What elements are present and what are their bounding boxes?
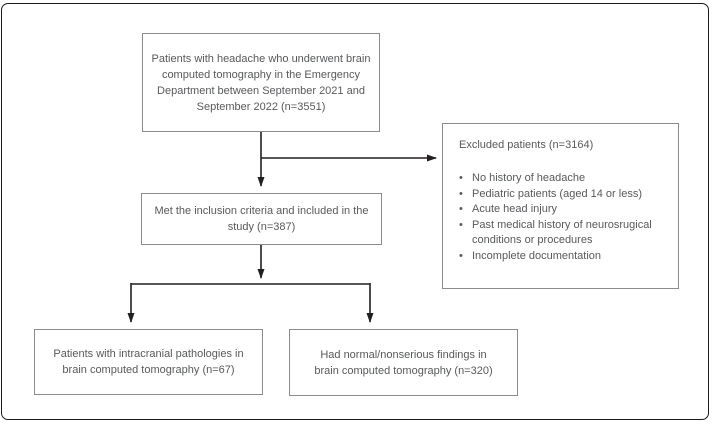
excluded-bullet-list: No history of headachePediatric patients… bbox=[459, 171, 668, 264]
excluded-bullet-item: Past medical history of neurosrugical co… bbox=[459, 218, 668, 249]
excluded-bullet-item: No history of headache bbox=[459, 171, 668, 187]
box-intracranial-pathologies-text: Patients with intracranial pathologies i… bbox=[53, 348, 244, 376]
excluded-bullet-item: Incomplete documentation bbox=[459, 249, 668, 265]
excluded-bullet-item: Acute head injury bbox=[459, 202, 668, 218]
box-excluded-patients: Excluded patients (n=3164) No history of… bbox=[442, 123, 679, 289]
excluded-patients-title: Excluded patients (n=3164) bbox=[459, 139, 594, 151]
box-headache-patients: Patients with headache who underwent bra… bbox=[142, 33, 380, 132]
box-headache-patients-text: Patients with headache who underwent bra… bbox=[151, 52, 371, 113]
box-intracranial-pathologies: Patients with intracranial pathologies i… bbox=[34, 329, 263, 395]
box-inclusion-criteria-text: Met the inclusion criteria and included … bbox=[154, 205, 369, 233]
box-inclusion-criteria: Met the inclusion criteria and included … bbox=[141, 193, 382, 245]
box-normal-findings-text: Had normal/nonserious findings in brain … bbox=[314, 348, 493, 377]
excluded-bullet-item: Pediatric patients (aged 14 or less) bbox=[459, 187, 668, 203]
box-normal-findings: Had normal/nonserious findings in brain … bbox=[289, 329, 518, 396]
